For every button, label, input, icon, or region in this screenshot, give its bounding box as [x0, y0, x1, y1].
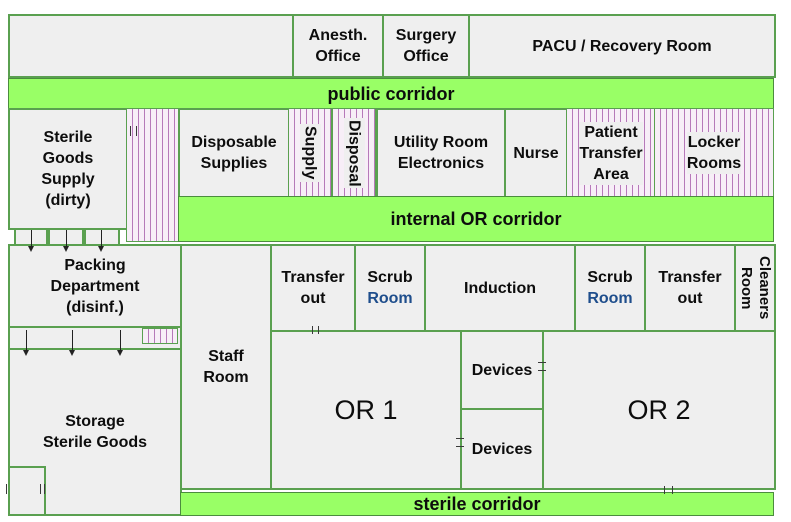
scrub-room-2-word-scrub: Scrub [587, 269, 633, 286]
transfer-out-2: Transfer out [644, 244, 736, 332]
arrow-line [120, 330, 121, 350]
storage-sterile-goods: Storage Sterile Goods [8, 348, 182, 516]
pacu-recovery-room: PACU / Recovery Room [468, 14, 776, 78]
down-arrow-icon [69, 350, 75, 356]
patient-transfer-label-box: Patient Transfer Area [566, 108, 656, 198]
door-mark [664, 486, 665, 494]
disposable-supplies: Disposable Supplies [178, 108, 290, 198]
packing-department-label: Packing Department (disinf.) [50, 256, 140, 316]
staff-room: Staff Room [180, 244, 272, 490]
scrub-room-2-word-room: Room [587, 290, 633, 307]
devices-2-label: Devices [471, 440, 533, 458]
surgery-office-label: Surgery Office [395, 27, 457, 65]
arrow-line [66, 230, 67, 248]
scrub-room-2: Scrub Room [574, 244, 646, 332]
public-corridor: public corridor [8, 78, 774, 110]
door-mark [44, 484, 45, 494]
top-left-room [8, 14, 294, 78]
disposal-label-box: Disposal [332, 108, 376, 198]
internal-or-corridor-label: internal OR corridor [390, 208, 562, 229]
pacu-label: PACU / Recovery Room [532, 37, 712, 55]
devices-1-label: Devices [471, 361, 533, 379]
surgery-office: Surgery Office [382, 14, 470, 78]
arrow-line [101, 230, 102, 248]
public-corridor-label: public corridor [327, 83, 455, 104]
utility-room-label: Utility Room Electronics [393, 134, 489, 172]
door-mark [318, 326, 319, 334]
utility-room: Utility Room Electronics [376, 108, 506, 198]
disposable-supplies-label: Disposable Supplies [191, 134, 277, 172]
door-mark [538, 370, 546, 371]
staff-room-label: Staff Room [203, 348, 249, 386]
scrub-room-1-word-room: Room [367, 290, 413, 307]
pass-through-hatch [126, 108, 180, 242]
disposal-label: Disposal [343, 117, 365, 189]
induction-room: Induction [424, 244, 576, 332]
induction-label: Induction [464, 279, 536, 297]
small-hatch [142, 328, 178, 344]
cleaners-room-label: Cleaners Room [738, 256, 773, 320]
locker-rooms-label: Locker Rooms [686, 132, 742, 174]
scrub-room-1: Scrub Room [354, 244, 426, 332]
internal-or-corridor: internal OR corridor [178, 196, 774, 242]
patient-transfer-label: Patient Transfer Area [579, 121, 643, 185]
nurse-room: Nurse [504, 108, 568, 198]
or-1-label: OR 1 [334, 394, 398, 425]
arrow-line [26, 330, 27, 350]
arrow-line [72, 330, 73, 350]
nurse-label: Nurse [513, 144, 559, 162]
supply-label-box: Supply [288, 108, 332, 198]
or-1: OR 1 [270, 330, 462, 490]
packing-department: Packing Department (disinf.) [8, 244, 182, 328]
door-mark [136, 126, 137, 136]
transfer-out-1-label: Transfer out [281, 269, 345, 307]
sterile-corridor: sterile corridor [180, 492, 774, 516]
storage-sterile-goods-label: Storage Sterile Goods [42, 413, 148, 451]
door-mark [672, 486, 673, 494]
down-arrow-icon [28, 246, 34, 252]
sterile-goods-supply: Sterile Goods Supply (dirty) [8, 108, 128, 230]
storage-small-box [8, 466, 46, 516]
transfer-out-2-label: Transfer out [658, 269, 722, 307]
sterile-corridor-label: sterile corridor [413, 493, 541, 514]
door-mark [456, 438, 464, 439]
or-2: OR 2 [542, 330, 776, 490]
arrow-line [31, 230, 32, 248]
down-arrow-icon [23, 350, 29, 356]
sterile-goods-supply-label: Sterile Goods Supply (dirty) [41, 129, 95, 209]
supply-label: Supply [299, 124, 321, 182]
door-mark [40, 484, 41, 494]
or-2-label: OR 2 [627, 394, 691, 425]
down-arrow-icon [63, 246, 69, 252]
cleaners-room: Cleaners Room [734, 244, 776, 332]
anesthesia-office: Anesth. Office [292, 14, 384, 78]
door-mark [6, 484, 7, 494]
door-mark [456, 446, 464, 447]
door-mark [538, 362, 546, 363]
devices-room-2: Devices [460, 408, 544, 490]
transfer-out-1: Transfer out [270, 244, 356, 332]
scrub-room-1-word-scrub: Scrub [367, 269, 413, 286]
down-arrow-icon [98, 246, 104, 252]
locker-rooms-label-box: Locker Rooms [654, 108, 774, 198]
door-mark [312, 326, 313, 334]
door-mark [130, 126, 131, 136]
devices-room-1: Devices [460, 330, 544, 410]
down-arrow-icon [117, 350, 123, 356]
anesthesia-office-label: Anesth. Office [308, 27, 368, 65]
